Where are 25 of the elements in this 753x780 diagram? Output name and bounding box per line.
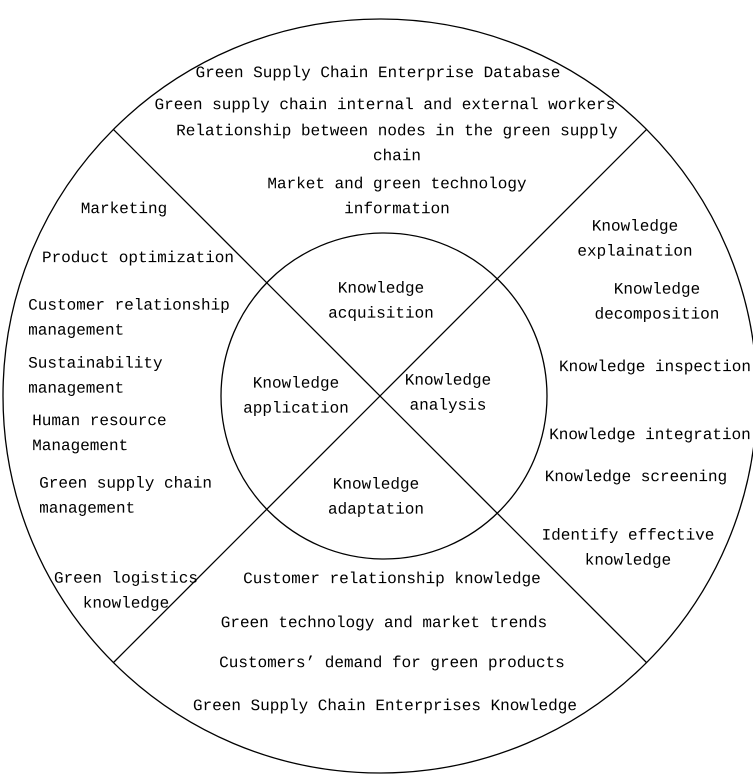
label-text: Customer relationship knowledge bbox=[244, 572, 540, 586]
label-text: Knowledge integration bbox=[550, 428, 750, 442]
label-text: Green logistics knowledge bbox=[54, 571, 197, 611]
label-text: Marketing bbox=[82, 202, 166, 216]
label-text: Knowledge adaptation bbox=[329, 477, 423, 517]
label-text: Knowledge decomposition bbox=[596, 282, 718, 322]
label-text: Human resource Management bbox=[33, 414, 166, 454]
label-text: Knowledge explaination bbox=[578, 219, 692, 259]
label-text: Product optimization bbox=[43, 250, 233, 266]
label-text: Knowledge inspection bbox=[560, 360, 750, 374]
label-text: Green technology and market trends bbox=[222, 616, 546, 630]
label-text: Relationship between nodes in the green supply chain bbox=[177, 124, 618, 160]
label-text: Knowledge application bbox=[244, 376, 348, 416]
label-text: Customers’ demand for green products bbox=[220, 656, 564, 670]
label-text: Knowledge screening bbox=[546, 470, 726, 484]
label-text: Green supply chain internal and external workers bbox=[155, 98, 614, 112]
label-text: Green supply chain management bbox=[40, 476, 211, 516]
label-text: Knowledge acquisition bbox=[329, 281, 432, 321]
label-text: Sustainability management bbox=[28, 356, 162, 396]
label-text: Knowledge analysis bbox=[406, 373, 490, 413]
label-text: Market and green technology information bbox=[268, 176, 526, 214]
label-text: Identify effective knowledge bbox=[543, 528, 714, 568]
label-text: Customer relationship management bbox=[28, 298, 229, 338]
label-text: Green Supply Chain Enterprise Database bbox=[196, 66, 560, 80]
label-text: Green Supply Chain Enterprises Knowledge bbox=[194, 698, 576, 714]
